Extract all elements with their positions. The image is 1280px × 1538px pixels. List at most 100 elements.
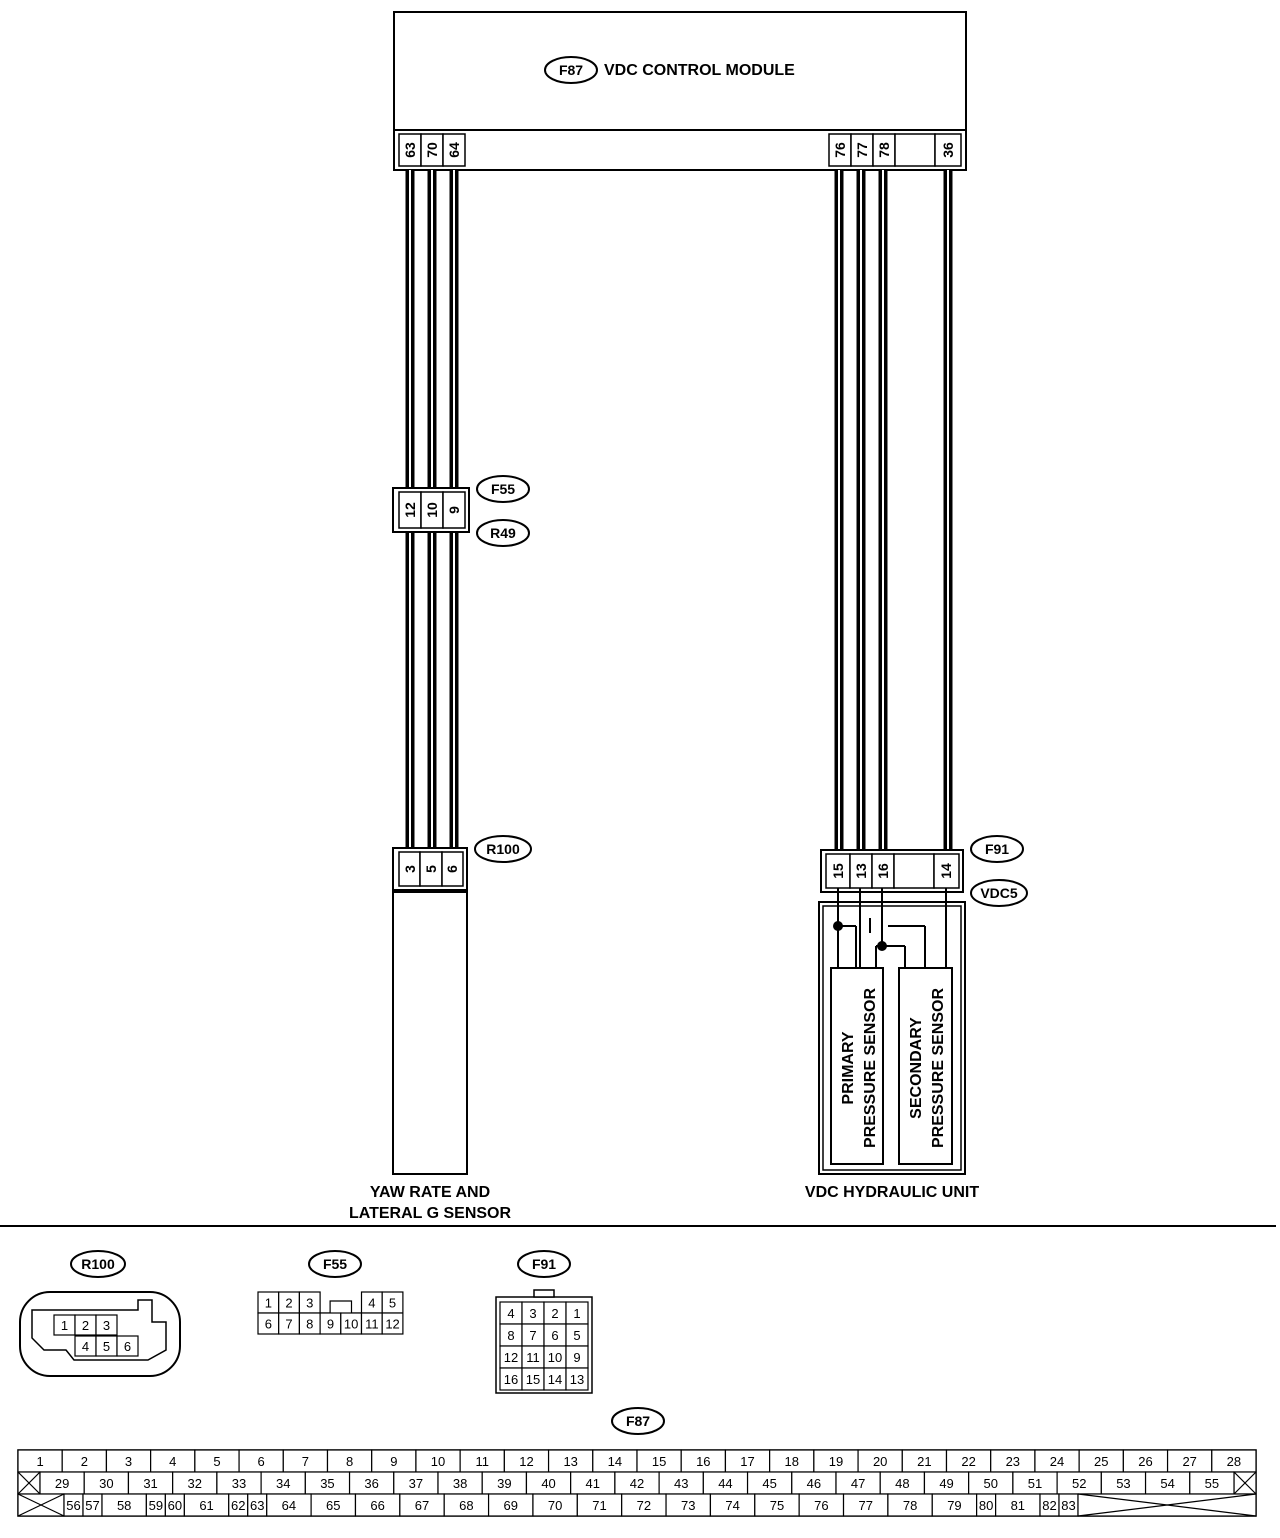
f87-pin-68-label: 68 <box>459 1498 473 1513</box>
f55-pin-1-label: 1 <box>265 1296 272 1311</box>
f87-pin-21-label: 21 <box>917 1454 931 1469</box>
f87-pin-41-label: 41 <box>586 1476 600 1491</box>
f87-blank-row3-right-stroke <box>1077 1493 1257 1517</box>
f91-pin-11-label: 11 <box>526 1350 540 1365</box>
yaw-pin-3: 3 <box>402 865 418 873</box>
f87-pin-82-label: 82 <box>1042 1498 1056 1513</box>
f87-pin-45-label: 45 <box>762 1476 776 1491</box>
f87-pin-29-label: 29 <box>55 1476 69 1491</box>
connector-f91-tag: F91 <box>532 1256 556 1272</box>
f55-pin-10-label: 10 <box>344 1317 358 1332</box>
module-pin-64: 64 <box>446 142 462 158</box>
f87-pin-67-label: 67 <box>415 1498 429 1513</box>
f87-pin-3-label: 3 <box>125 1454 132 1469</box>
f87-pin-57-label: 57 <box>85 1498 99 1513</box>
hu-tag-f91: F91 <box>985 841 1009 857</box>
f87-pin-55-label: 55 <box>1205 1476 1219 1491</box>
r100-pin-6-cell <box>116 1335 139 1357</box>
f55-pin-6-label: 6 <box>265 1317 272 1332</box>
hu-pin-13: 13 <box>853 863 869 879</box>
f87-pin-36-label: 36 <box>364 1476 378 1491</box>
f87-pin-65-label: 65 <box>326 1498 340 1513</box>
f87-pin-77-label: 77 <box>858 1498 872 1513</box>
connector-f87-tag: F87 <box>626 1413 650 1429</box>
f55-pin-12-label: 12 <box>385 1317 399 1332</box>
f87-pin-4-label: 4 <box>169 1454 176 1469</box>
r100-pin-1-label: 1 <box>61 1318 68 1333</box>
f87-pin-60-label: 60 <box>168 1498 182 1513</box>
module-pin-76: 76 <box>832 142 848 158</box>
junction-tag-f55: F55 <box>491 481 515 497</box>
f55-pin-3-label: 3 <box>306 1296 313 1311</box>
f87-pin-16-label: 16 <box>696 1454 710 1469</box>
f87-pin-25-label: 25 <box>1094 1454 1108 1469</box>
f91-pin-14-label: 14 <box>548 1372 562 1387</box>
f87-pin-51-label: 51 <box>1028 1476 1042 1491</box>
f87-pin-14-label: 14 <box>608 1454 622 1469</box>
f87-pin-56-label: 56 <box>66 1498 80 1513</box>
junction-pin-10: 10 <box>424 502 440 518</box>
f87-pin-8-label: 8 <box>346 1454 353 1469</box>
f87-pin-46-label: 46 <box>807 1476 821 1491</box>
module-tag: F87 <box>559 62 583 78</box>
f87-pin-72-label: 72 <box>637 1498 651 1513</box>
yaw-label-line1: YAW RATE AND <box>370 1184 490 1201</box>
junction-pin-9: 9 <box>446 506 462 514</box>
r100-pin-4-label: 4 <box>82 1339 89 1354</box>
module-pin-78: 78 <box>876 142 892 158</box>
f91-pin-10-label: 10 <box>548 1350 562 1365</box>
f87-pin-15-label: 15 <box>652 1454 666 1469</box>
r100-pin-3-cell <box>95 1314 118 1336</box>
f87-pin-39-label: 39 <box>497 1476 511 1491</box>
f91-pin-4-label: 4 <box>507 1306 514 1321</box>
hu-pin-16: 16 <box>875 863 891 879</box>
f55-pin-5-label: 5 <box>389 1296 396 1311</box>
f87-pin-6-label: 6 <box>258 1454 265 1469</box>
f87-pin-74-label: 74 <box>725 1498 739 1513</box>
r100-pin-2-label: 2 <box>82 1318 89 1333</box>
f87-pin-76-label: 76 <box>814 1498 828 1513</box>
f87-pin-35-label: 35 <box>320 1476 334 1491</box>
f87-pin-75-label: 75 <box>770 1498 784 1513</box>
f87-pin-61-label: 61 <box>199 1498 213 1513</box>
yaw-rate-sensor: 3 5 6 R100 YAW RATE AND LATERAL G SENSOR <box>349 835 532 1222</box>
f87-pin-73-label: 73 <box>681 1498 695 1513</box>
f91-pin-16-label: 16 <box>504 1372 518 1387</box>
f87-pin-63-label: 63 <box>250 1498 264 1513</box>
f87-pin-59-label: 59 <box>149 1498 163 1513</box>
right-harness-wires <box>834 170 953 850</box>
f55-key-notch <box>320 1300 362 1314</box>
f55-pin-9-label: 9 <box>327 1317 334 1332</box>
f87-pin-24-label: 24 <box>1050 1454 1064 1469</box>
module-pin-63: 63 <box>402 142 418 158</box>
r100-pin-6-label: 6 <box>124 1339 131 1354</box>
f91-pin-13-label: 13 <box>570 1372 584 1387</box>
f55-pin-8-label: 8 <box>306 1317 313 1332</box>
f87-pin-32-label: 32 <box>188 1476 202 1491</box>
f55-pin-12-cell <box>381 1312 404 1335</box>
vdc-hydraulic-unit: 15 13 16 14 F91 VDC5 PRI <box>805 835 1028 1201</box>
f91-pin-3-label: 3 <box>529 1306 536 1321</box>
f91-pin-8-label: 8 <box>507 1328 514 1343</box>
primary-sensor-line2: PRESSURE SENSOR <box>862 988 879 1148</box>
yaw-pin-5: 5 <box>423 865 439 873</box>
f87-pin-44-label: 44 <box>718 1476 732 1491</box>
f87-pin-12-label: 12 <box>519 1454 533 1469</box>
f87-pin-37-label: 37 <box>409 1476 423 1491</box>
f87-pin-83-label: 83 <box>1061 1498 1075 1513</box>
f55-pin-7-label: 7 <box>285 1317 292 1332</box>
left-harness-wires <box>405 170 459 848</box>
f87-pin-81-label: 81 <box>1011 1498 1025 1513</box>
f87-pin-70-label: 70 <box>548 1498 562 1513</box>
f87-pin-53-label: 53 <box>1116 1476 1130 1491</box>
f87-pin-18-label: 18 <box>785 1454 799 1469</box>
module-pin-70: 70 <box>424 142 440 158</box>
f91-pin-6-label: 6 <box>551 1328 558 1343</box>
f87-pin-13-label: 13 <box>563 1454 577 1469</box>
f87-pin-40-label: 40 <box>541 1476 555 1491</box>
f87-pin-31-label: 31 <box>143 1476 157 1491</box>
